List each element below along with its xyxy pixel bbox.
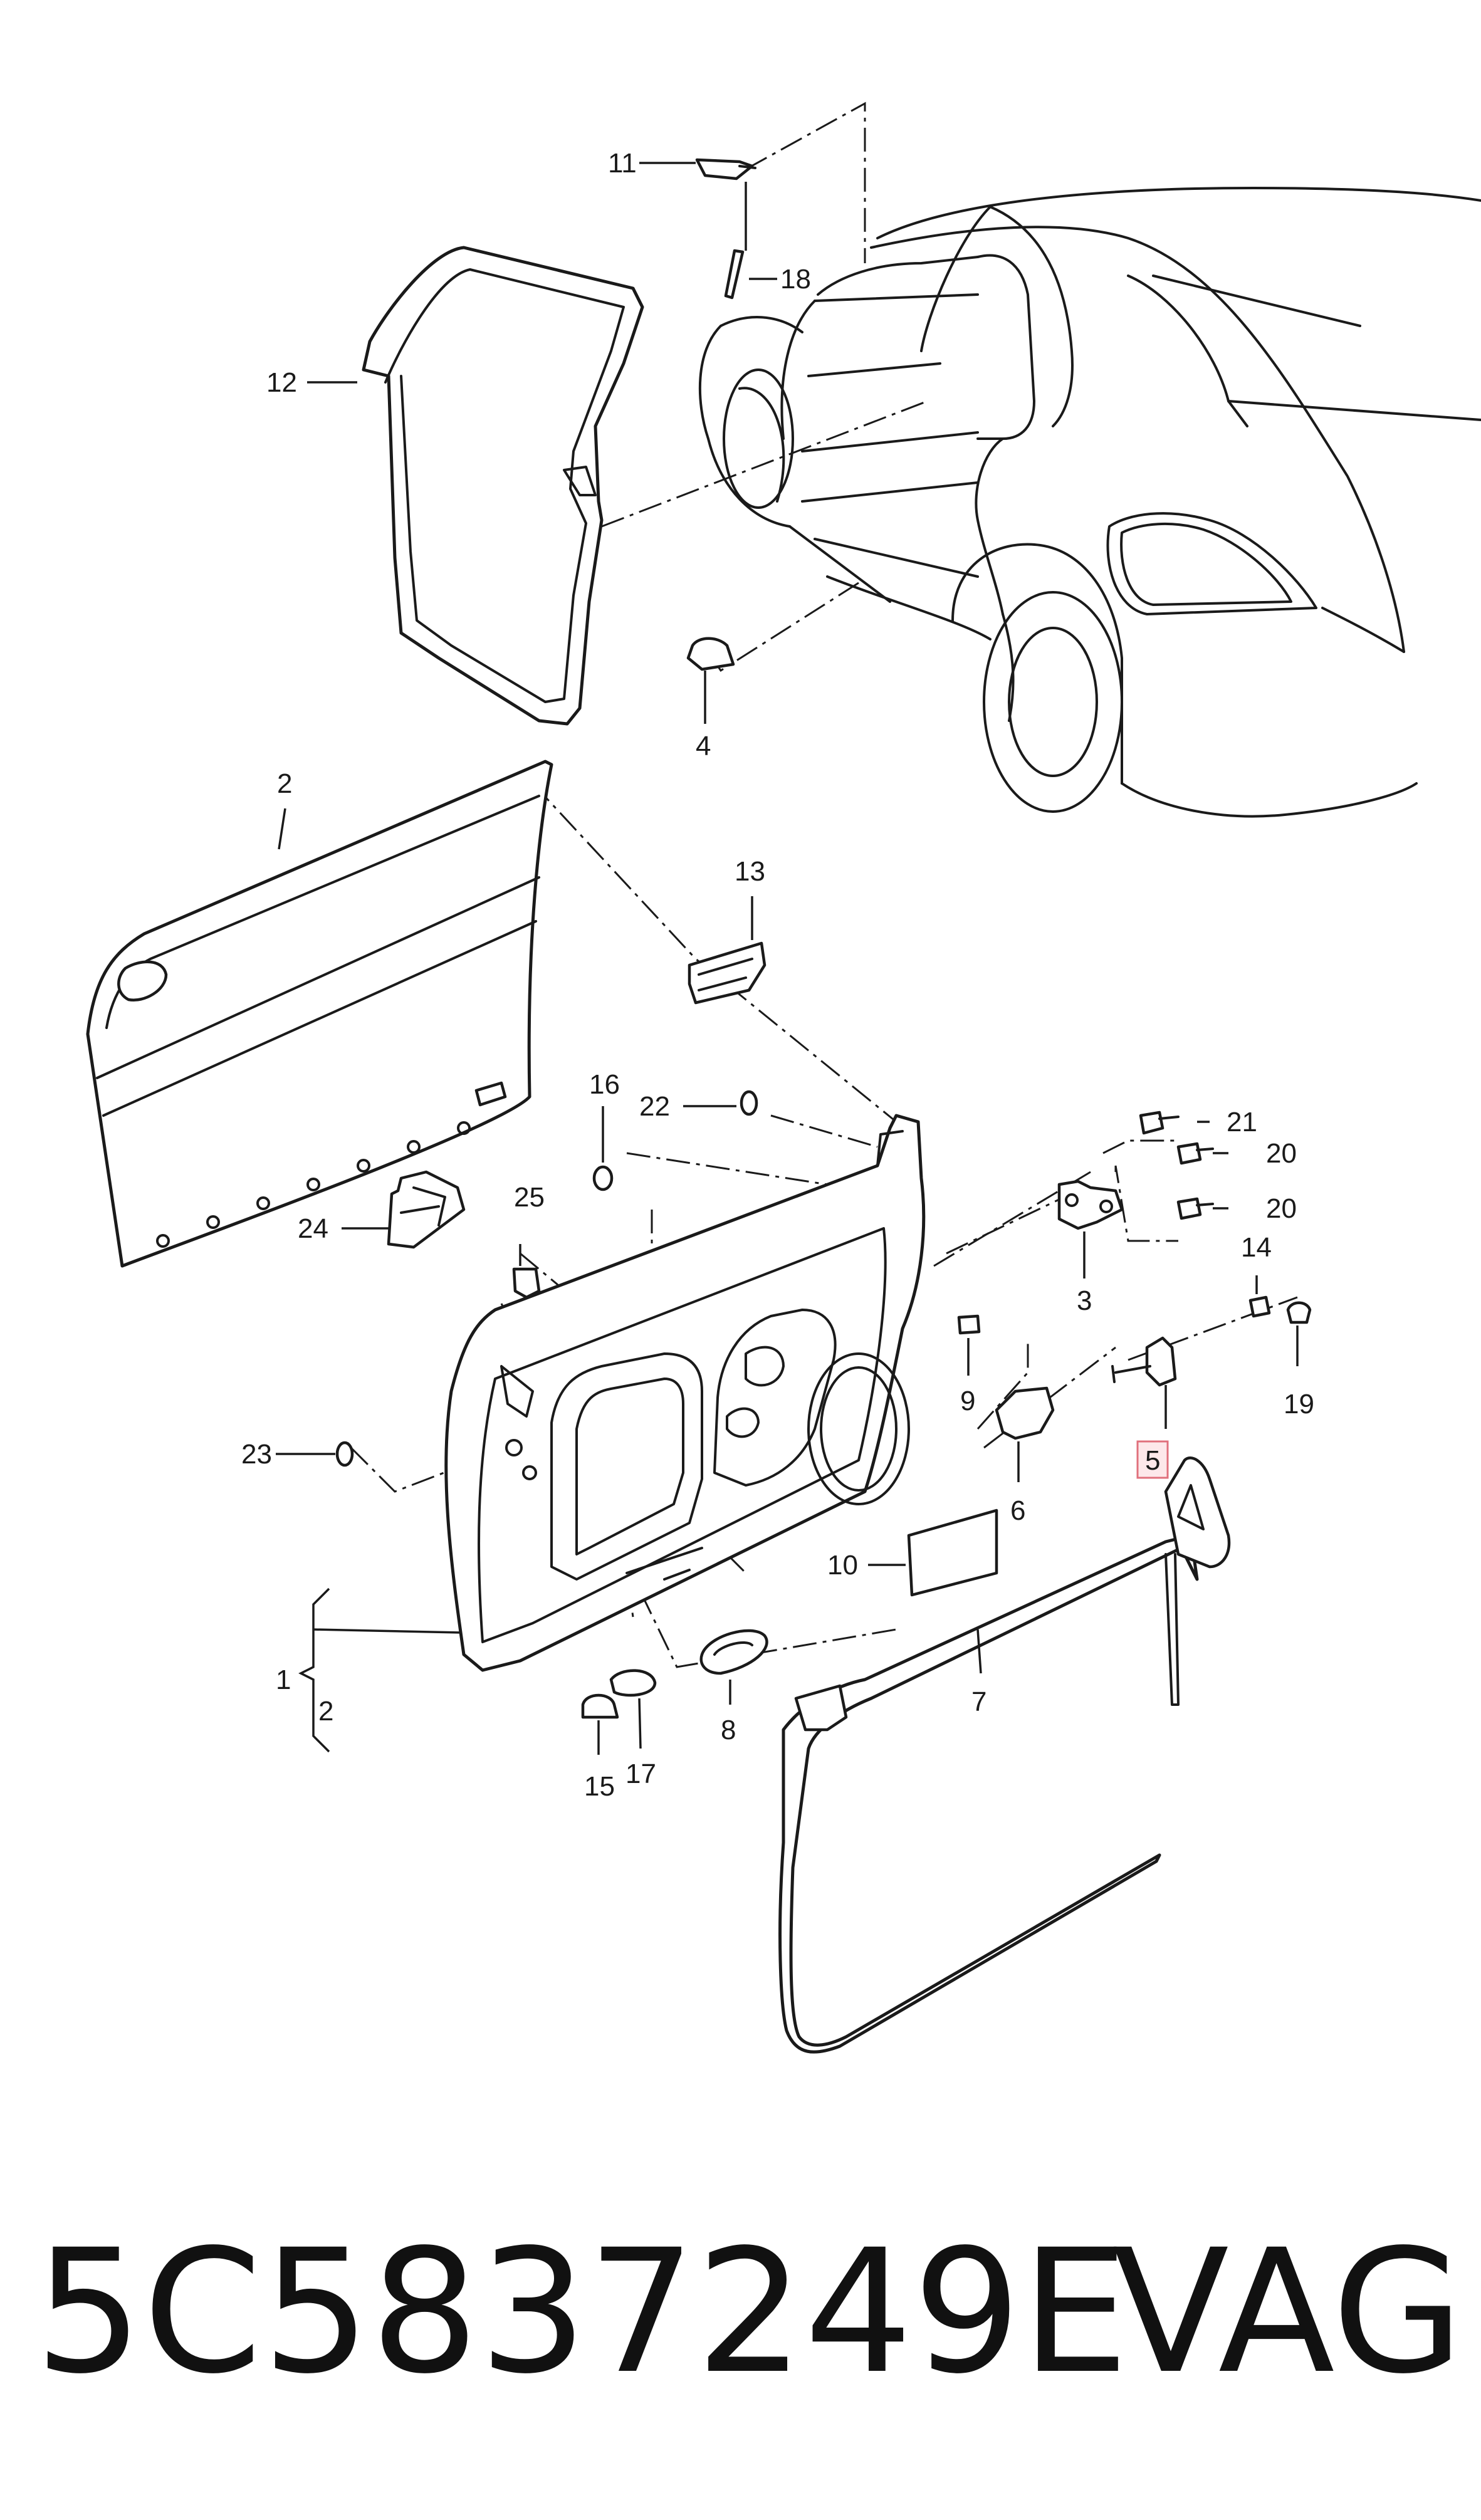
part-latch-6 [995,1386,1055,1440]
part-grommet-9 [957,1314,981,1335]
label-13: 13 [735,856,765,887]
label-8: 8 [721,1715,736,1745]
part-screw-19 [1286,1301,1312,1324]
part-check-strap-24 [387,1170,466,1249]
part-window-seal-7 [778,1456,1231,2054]
part-outer-door-panel-2 [86,760,553,1268]
label-16: 16 [589,1069,620,1100]
part-grommet-22 [740,1090,758,1116]
label-19: 19 [1284,1389,1314,1419]
label-6: 6 [1010,1495,1025,1526]
label-11: 11 [608,148,637,179]
part-cover-sheet-10 [907,1508,998,1597]
label-14: 14 [1241,1232,1272,1263]
part-bolt-20-lower [1176,1197,1214,1220]
label-12: 12 [266,367,297,398]
part-clip-11 [695,158,756,180]
part-plug-8 [699,1629,768,1675]
label-10: 10 [827,1550,858,1581]
label-5: 5 [1145,1445,1160,1476]
part-pin-18 [724,249,745,300]
part-plug-15 [581,1693,619,1719]
label-1: 1 [276,1665,291,1695]
car-body-illustration [698,187,1481,818]
part-plug-17 [609,1669,657,1697]
label-23: 23 [241,1439,272,1470]
label-5-highlight [1136,1440,1169,1479]
label-18: 18 [780,264,811,295]
part-buffer-4 [686,637,735,671]
callout-labels: 11 18 12 4 2 13 16 22 21 20 20 25 24 3 1… [241,148,1314,1802]
label-25: 25 [514,1182,545,1213]
label-24: 24 [298,1213,328,1244]
label-20-lower: 20 [1266,1193,1297,1224]
label-2-top: 2 [277,768,292,799]
door-panel-holes [156,1121,471,1248]
part-bracket-13 [688,941,767,1005]
part-clip-5 [1111,1336,1177,1387]
part-bolt-21 [1139,1111,1180,1135]
part-bolt-20-upper [1176,1142,1214,1165]
part-door-shell-1 [444,1114,926,1672]
leader-lines [276,162,1299,1755]
label-7: 7 [971,1686,986,1717]
label-21: 21 [1227,1107,1257,1137]
part-door-seal-12 [362,246,644,726]
brand-name: VAG [1112,2214,1464,2412]
label-9: 9 [960,1386,975,1416]
label-2-bottom: 2 [318,1696,333,1727]
label-4: 4 [696,731,711,761]
label-15: 15 [584,1771,615,1802]
label-17: 17 [625,1759,656,1789]
part-hinge-3 [1057,1179,1124,1230]
label-20-upper: 20 [1266,1138,1297,1169]
part-bolt-14 [1248,1295,1271,1318]
footer-caption: 5C5837249E VAG [0,2219,1481,2407]
part-bolt-25 [512,1267,541,1299]
part-number: 5C5837249E [34,2214,1129,2412]
part-grommet-16 [592,1165,614,1191]
label-22: 22 [639,1091,670,1122]
part-grommet-23 [335,1441,354,1467]
label-3: 3 [1077,1285,1092,1316]
